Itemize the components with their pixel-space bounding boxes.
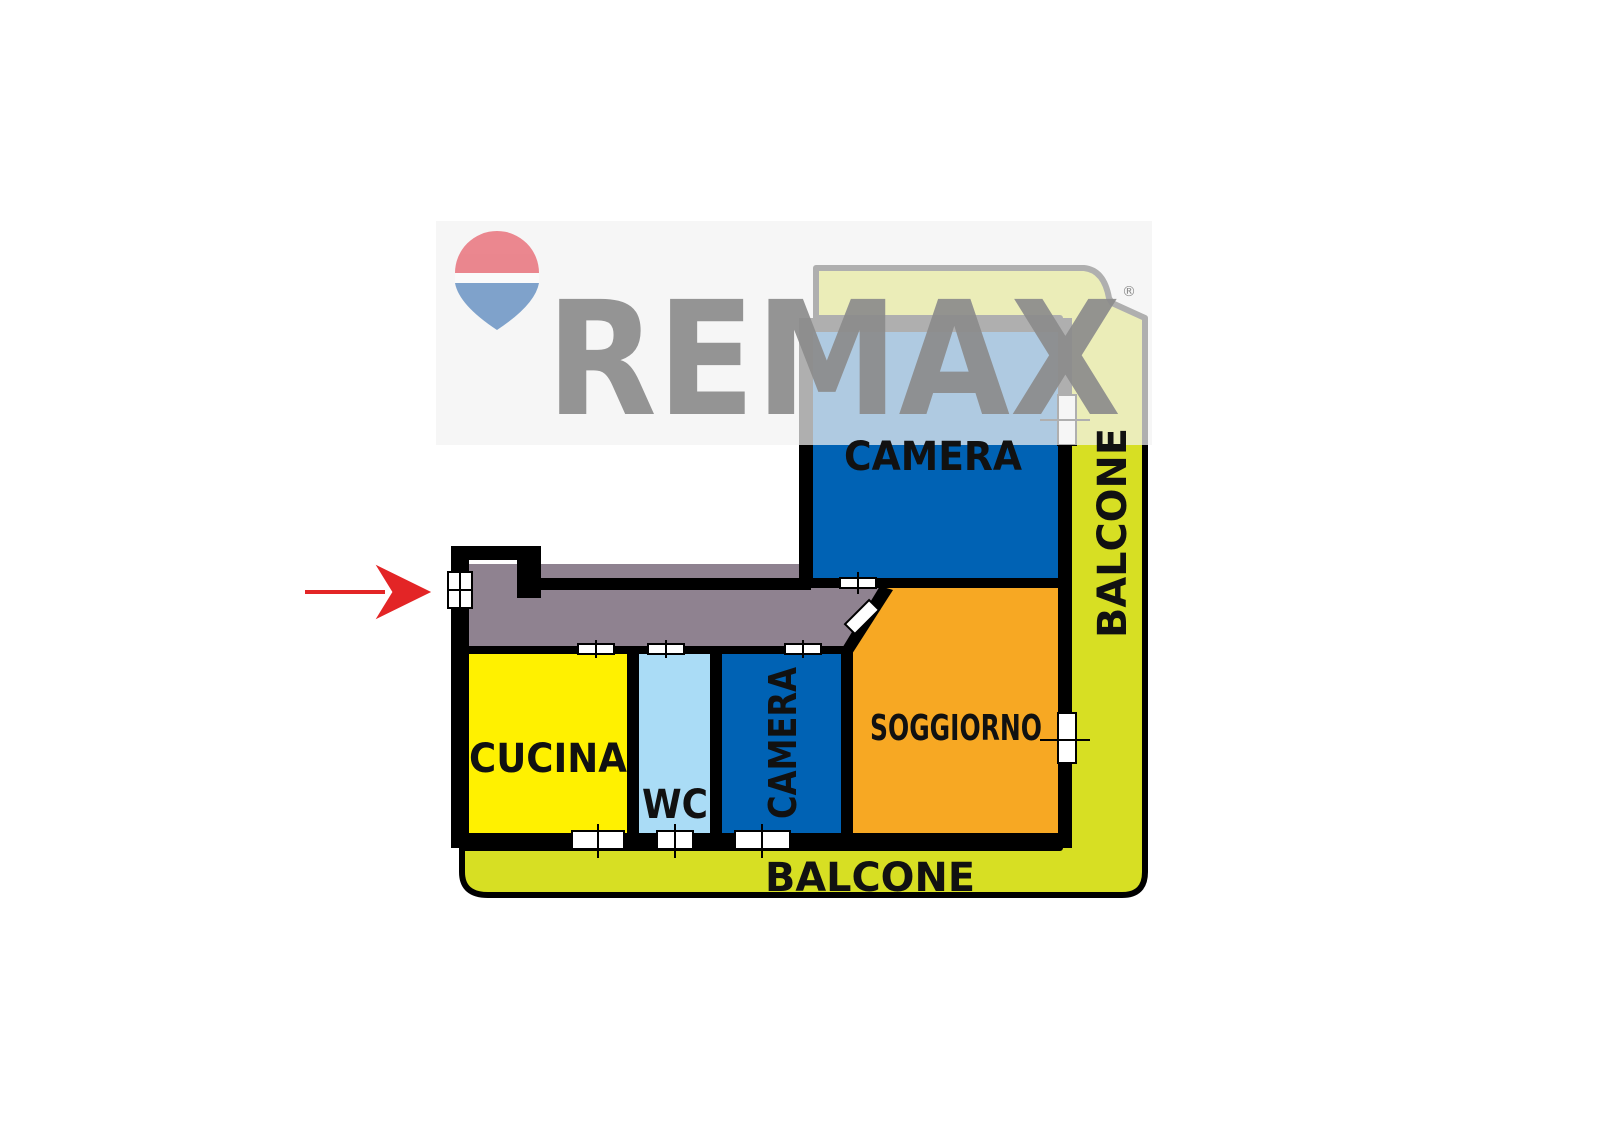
room-label-cucina: CUCINA xyxy=(469,736,627,782)
balcony-label-bottom: BALCONE xyxy=(765,855,975,901)
room-label-camera-top: CAMERA xyxy=(844,434,1022,480)
room-cucina-kitchen xyxy=(467,652,629,833)
room-label-soggiorno: SOGGIORNO xyxy=(870,708,1042,749)
room-label-camera-small: CAMERA xyxy=(761,667,805,819)
balloon-logo-icon xyxy=(455,231,539,330)
watermark-brand-text: REMAX xyxy=(546,268,1121,452)
registered-mark: ® xyxy=(1122,284,1136,300)
room-camera-small-bedroom xyxy=(721,652,843,833)
watermark-background xyxy=(436,221,1152,445)
corridor-area-extension xyxy=(800,585,885,648)
room-soggiorno-living xyxy=(850,585,1060,833)
room-label-wc: WC xyxy=(642,782,708,828)
watermark-logo: REMAX ® xyxy=(436,221,1152,452)
balcony-label-right: BALCONE xyxy=(1090,428,1136,638)
entrance-arrow-icon xyxy=(305,564,432,620)
room-wc-bathroom xyxy=(638,652,712,833)
